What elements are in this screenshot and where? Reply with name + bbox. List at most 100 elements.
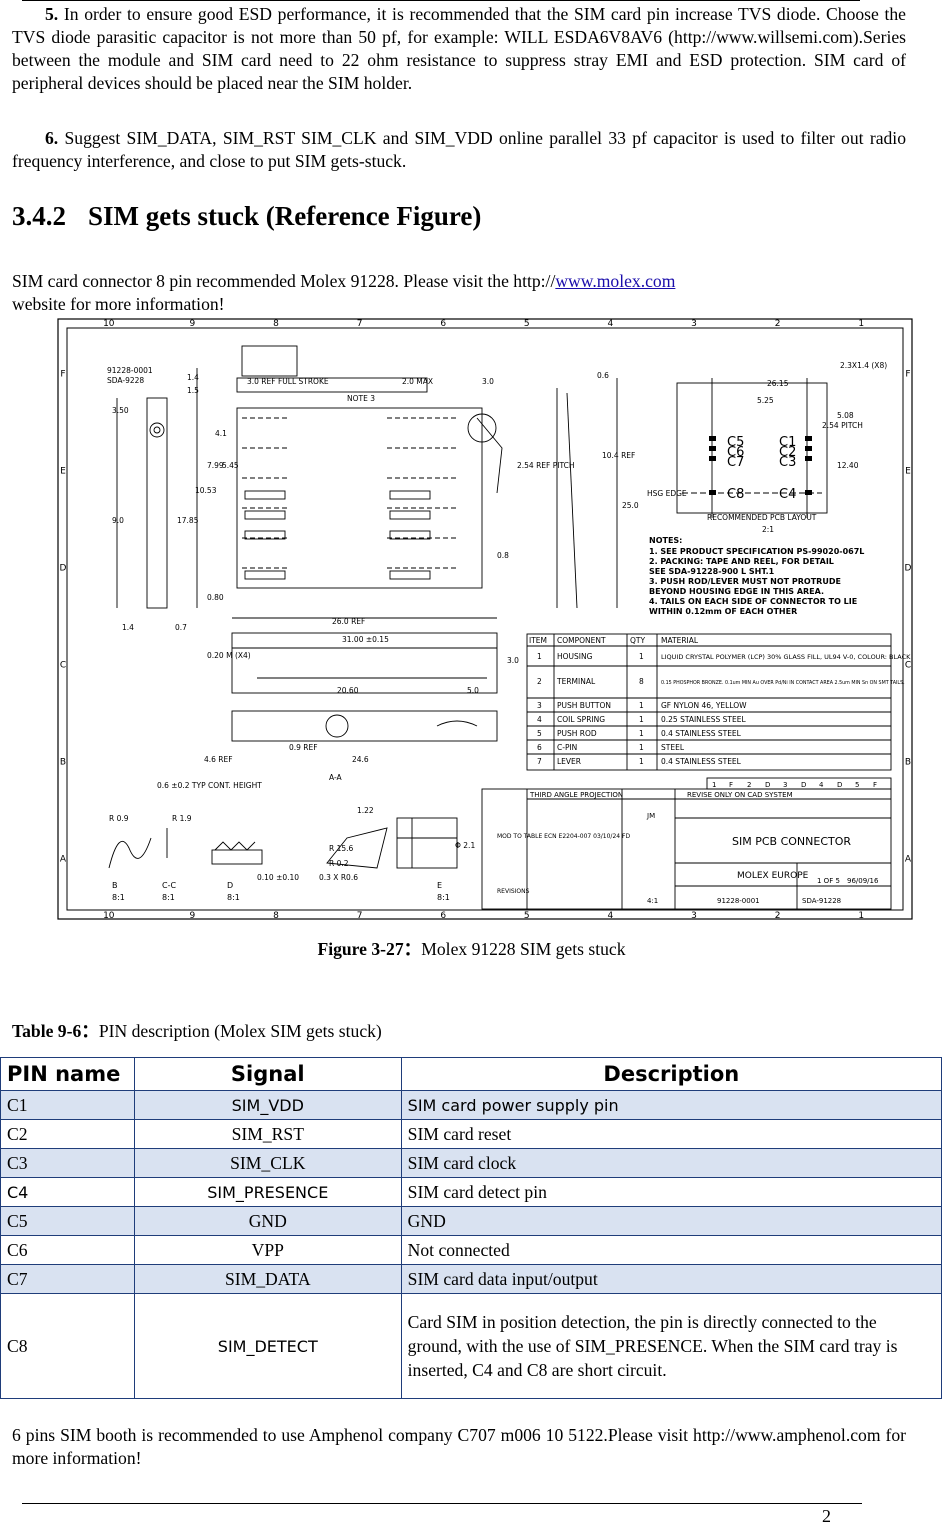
table-row: C7 SIM_DATA SIM card data input/output — [0, 1264, 943, 1294]
dim-label: 0.6 — [597, 371, 609, 380]
footer-rule — [22, 1503, 862, 1504]
bom-qty: 1 — [639, 652, 644, 661]
zone-col-label: 9 — [190, 319, 196, 329]
dim-label: SDA-9228 — [107, 376, 144, 385]
section-label: B — [112, 881, 118, 890]
dim-label: 12.40 — [837, 461, 859, 470]
dim-label: 91228-0001 — [107, 366, 153, 375]
bom-header: COMPONENT — [557, 636, 606, 645]
drawn-by: JM — [646, 812, 655, 820]
zone-row-label: B — [60, 758, 66, 768]
section-scale: 8:1 — [227, 893, 240, 902]
header-pin-name: PIN name — [0, 1057, 135, 1091]
table-row: C8 SIM_DETECT Card SIM in position detec… — [0, 1293, 943, 1399]
dim-label: R 1.9 — [172, 814, 192, 823]
part-no: 91228-0001 — [717, 897, 760, 905]
pin-cell: C7 — [0, 1264, 135, 1294]
table-row: C4 SIM_PRESENCE SIM card detect pin — [0, 1177, 943, 1207]
revisions-label: REVISIONS — [497, 888, 530, 895]
dim-label: 5.45 — [222, 461, 239, 470]
zone-row-label: D — [60, 564, 67, 574]
bom-qty: 8 — [639, 677, 644, 686]
signal-cell: SIM_DATA — [133, 1264, 402, 1294]
bom-component: C-PIN — [557, 743, 577, 752]
zone-row-label: E — [905, 467, 911, 477]
description-cell: SIM card data input/output — [400, 1264, 943, 1294]
signal-cell: SIM_VDD — [133, 1090, 402, 1120]
bom-component: TERMINAL — [556, 677, 596, 686]
figure-caption: Figure 3-27：Molex 91228 SIM gets stuck — [317, 939, 626, 959]
section-scale: 8:1 — [162, 893, 175, 902]
signal-cell: SIM_CLK — [133, 1148, 402, 1178]
dim-label: 5.25 — [757, 396, 774, 405]
section-scale: 8:1 — [437, 893, 450, 902]
dim-label: 1.4 — [122, 623, 134, 632]
dim-label: 26.15 — [767, 379, 789, 388]
zone-row-label: F — [905, 370, 910, 380]
header-description: Description — [400, 1057, 943, 1091]
dim-label: 0.9 REF — [289, 743, 318, 752]
sheet-no: 1 OF 5 — [817, 877, 840, 885]
molex-link[interactable]: www.molex.com — [555, 271, 676, 291]
dim-label: 2.54 PITCH — [822, 421, 863, 430]
note-line: 2. PACKING: TAPE AND REEL, FOR DETAIL — [649, 557, 834, 566]
zone-row-label: B — [905, 758, 911, 768]
pin-table: PIN name Signal Description C1 SIM_VDD S… — [0, 1057, 943, 1399]
sheet-cells: 1 — [712, 781, 716, 789]
date: 96/09/16 — [847, 877, 879, 885]
signal-cell: SIM_RST — [133, 1119, 402, 1149]
signal-cell: SIM_PRESENCE — [133, 1177, 402, 1207]
dim-label: R 15.6 — [329, 844, 354, 853]
dim-label: 0.80 — [207, 593, 224, 602]
bom-header: QTY — [630, 636, 645, 645]
pin-cell: C1 — [0, 1090, 135, 1120]
pad-label: C2 — [779, 445, 796, 460]
dim-label: A-A — [329, 773, 343, 782]
bom-component: PUSH ROD — [557, 729, 597, 738]
pad-label: C4 — [779, 487, 796, 502]
pad-label: C5 — [727, 435, 744, 450]
dim-label: 26.0 REF — [332, 617, 365, 626]
pad-label: C7 — [727, 455, 744, 470]
zone-row-label: C — [60, 661, 66, 671]
dim-label: 10.53 — [195, 486, 217, 495]
section-label: E — [437, 881, 442, 890]
zone-col-label: 10 — [103, 911, 115, 920]
table-row: C2 SIM_RST SIM card reset — [0, 1119, 943, 1149]
bom-component: COIL SPRING — [557, 715, 605, 724]
dim-label: 10.4 REF — [602, 451, 635, 460]
description-cell: GND — [400, 1206, 943, 1236]
bom-material: 0.25 STAINLESS STEEL — [661, 715, 746, 724]
description-cell: SIM card power supply pin — [400, 1090, 943, 1120]
zone-row-label: F — [60, 370, 65, 380]
zone-col-label: 10 — [103, 319, 115, 329]
zone-col-label: 3 — [691, 319, 697, 329]
zone-col-label: 4 — [608, 911, 614, 920]
zone-col-label: 4 — [608, 319, 614, 329]
zone-row-label: C — [905, 661, 911, 671]
dim-label: 4.6 REF — [204, 755, 233, 764]
dim-label: 3.50 — [112, 406, 129, 415]
doc-no: SDA-91228 — [802, 897, 841, 905]
dim-label: 0.20 M (X4) — [207, 651, 251, 660]
bom-item: 7 — [537, 757, 542, 766]
bom-item: 4 — [537, 715, 542, 724]
table-row: C3 SIM_CLK SIM card clock — [0, 1148, 943, 1178]
dim-label: 25.0 — [622, 501, 639, 510]
dim-label: 20.60 — [337, 686, 359, 695]
dim-label: 4.1 — [215, 429, 227, 438]
zone-col-label: 1 — [858, 319, 864, 329]
dim-label: 0.6 ±0.2 TYP CONT. HEIGHT — [157, 781, 262, 790]
bom-item: 5 — [537, 729, 542, 738]
pin-cell: C3 — [0, 1148, 135, 1178]
dim-label: 0.10 ±0.10 — [257, 873, 299, 882]
page-number: 2 — [822, 1506, 831, 1526]
pad-label: C8 — [727, 487, 744, 502]
dim-label: Φ 2.1 — [455, 841, 475, 850]
table-row: C6 VPP Not connected — [0, 1235, 943, 1265]
dim-label: 0.8 — [497, 551, 509, 560]
bom-material: LIQUID CRYSTAL POLYMER (LCP) 30% GLASS F… — [661, 653, 911, 661]
note-line: 1. SEE PRODUCT SPECIFICATION PS-99020-06… — [649, 547, 864, 556]
paragraph-esd: 5. In order to ensure good ESD performan… — [12, 4, 906, 93]
